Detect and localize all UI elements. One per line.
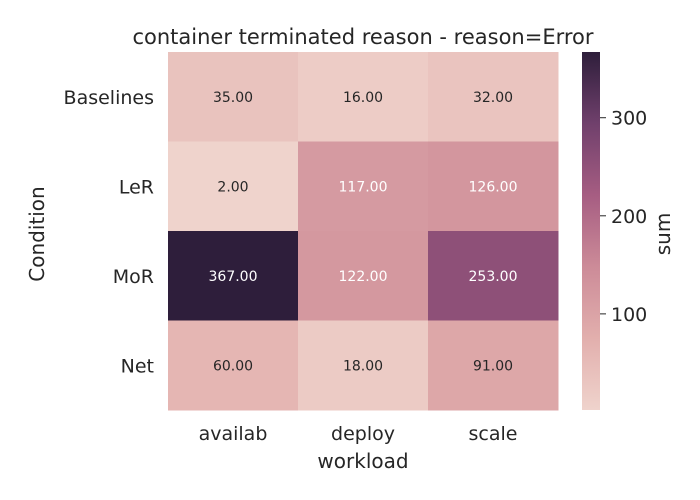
y-tick-label: MoR xyxy=(113,266,154,288)
cell-value-label: 16.00 xyxy=(343,90,383,106)
colorbar-label: sum xyxy=(651,213,675,256)
chart-title: container terminated reason - reason=Err… xyxy=(132,25,593,49)
cell-value-label: 35.00 xyxy=(213,90,253,106)
cell-value-label: 2.00 xyxy=(217,179,248,195)
heatmap-cell xyxy=(168,231,299,321)
colorbar-tick-label: 300 xyxy=(611,108,647,130)
heatmap-cell xyxy=(428,231,559,321)
cell-value-label: 367.00 xyxy=(209,269,258,285)
heatmap-cell xyxy=(168,141,299,232)
cell-value-label: 32.00 xyxy=(473,90,513,106)
x-tick-label: scale xyxy=(469,423,518,445)
cell-value-label: 122.00 xyxy=(339,269,388,285)
colorbar-tick-label: 100 xyxy=(611,304,647,326)
heatmap-cell xyxy=(298,141,429,232)
heatmap-cell xyxy=(298,320,429,411)
y-tick-label: LeR xyxy=(119,176,154,198)
cell-value-label: 91.00 xyxy=(473,358,513,374)
cell-value-label: 117.00 xyxy=(339,179,388,195)
colorbar xyxy=(582,52,600,410)
heatmap-cell xyxy=(168,52,299,142)
cell-value-label: 18.00 xyxy=(343,358,383,374)
cell-value-label: 60.00 xyxy=(213,358,253,374)
x-axis-label: workload xyxy=(317,449,408,473)
y-axis-label: Condition xyxy=(25,186,49,281)
heatmap-cell xyxy=(298,231,429,321)
x-tick-label: availab xyxy=(199,423,268,445)
colorbar-tick-label: 200 xyxy=(611,206,647,228)
y-tick-label: Net xyxy=(121,355,154,377)
y-tick-label: Baselines xyxy=(64,87,154,109)
x-tick-labels: availab deploy scale xyxy=(199,423,518,445)
heatmap-cell xyxy=(298,52,429,142)
colorbar-ticks: 100 200 300 xyxy=(600,108,647,326)
cell-value-label: 126.00 xyxy=(469,179,518,195)
x-tick-label: deploy xyxy=(331,423,395,445)
cell-value-label: 253.00 xyxy=(469,269,518,285)
heatmap-cell xyxy=(428,320,559,411)
heatmap-cells xyxy=(168,52,559,411)
heatmap-cell xyxy=(428,52,559,142)
heatmap-cell xyxy=(168,320,299,411)
cell-labels: 35.00 16.00 32.00 2.00 117.00 126.00 367.00 122… xyxy=(209,90,518,375)
heatmap-cell xyxy=(428,141,559,232)
